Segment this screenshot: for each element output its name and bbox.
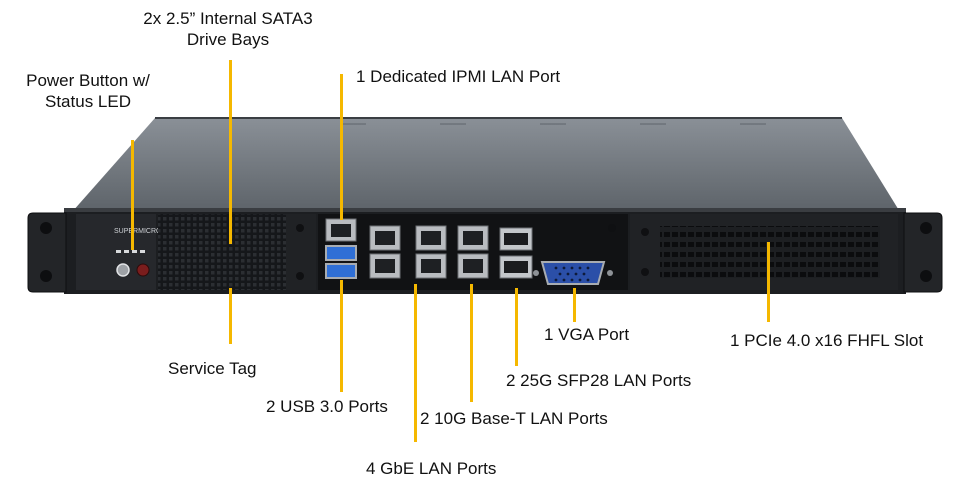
left-rack-ear bbox=[27, 212, 67, 293]
label-usb-ports: 2 USB 3.0 Ports bbox=[266, 397, 388, 416]
brand-logo: SUPERMICRO bbox=[114, 228, 162, 235]
usb-port-2 bbox=[325, 263, 357, 279]
label-ipmi-port: 1 Dedicated IPMI LAN Port bbox=[356, 67, 561, 86]
label-10g-ports: 2 10G Base-T LAN Ports bbox=[420, 409, 608, 428]
leader-line-10g bbox=[470, 284, 473, 402]
label-service-tag: Service Tag bbox=[168, 359, 257, 378]
leader-line-usb bbox=[340, 280, 343, 392]
label-drive-bays: 2x 2.5” Internal SATA3 Drive Bays bbox=[118, 8, 338, 50]
label-power-line2: Status LED bbox=[45, 92, 131, 111]
label-power-button: Power Button w/ Status LED bbox=[8, 70, 168, 112]
leader-line-power bbox=[131, 140, 134, 250]
label-drive-bays-line2: Drive Bays bbox=[186, 30, 270, 49]
status-leds bbox=[116, 250, 145, 253]
sfp28-ports bbox=[499, 227, 533, 279]
leader-line-sfp28 bbox=[515, 288, 518, 366]
leader-line-gbe bbox=[414, 284, 417, 442]
label-vga-port: 1 VGA Port bbox=[544, 325, 630, 344]
label-power-line1: Power Button w/ bbox=[26, 71, 150, 90]
label-drive-bays-line1: 2x 2.5” Internal SATA3 bbox=[143, 9, 313, 28]
leader-line-ipmi bbox=[340, 74, 343, 220]
power-button bbox=[116, 263, 130, 277]
label-gbe-ports: 4 GbE LAN Ports bbox=[366, 459, 497, 478]
pcie-slot-vent bbox=[660, 226, 880, 278]
leader-line-pcie bbox=[767, 242, 770, 322]
reset-button bbox=[136, 263, 150, 277]
leader-line-vga bbox=[573, 288, 576, 322]
leader-line-service-tag bbox=[229, 288, 232, 344]
right-rack-ear bbox=[903, 212, 943, 293]
front-vent-left bbox=[158, 214, 286, 290]
label-pcie-slot: 1 PCIe 4.0 x16 FHFL Slot bbox=[730, 331, 924, 350]
label-sfp28-ports: 2 25G SFP28 LAN Ports bbox=[506, 371, 692, 390]
leader-line-drive-bays bbox=[229, 60, 232, 244]
chassis-top-cover bbox=[72, 118, 900, 212]
usb-port-1 bbox=[325, 245, 357, 261]
